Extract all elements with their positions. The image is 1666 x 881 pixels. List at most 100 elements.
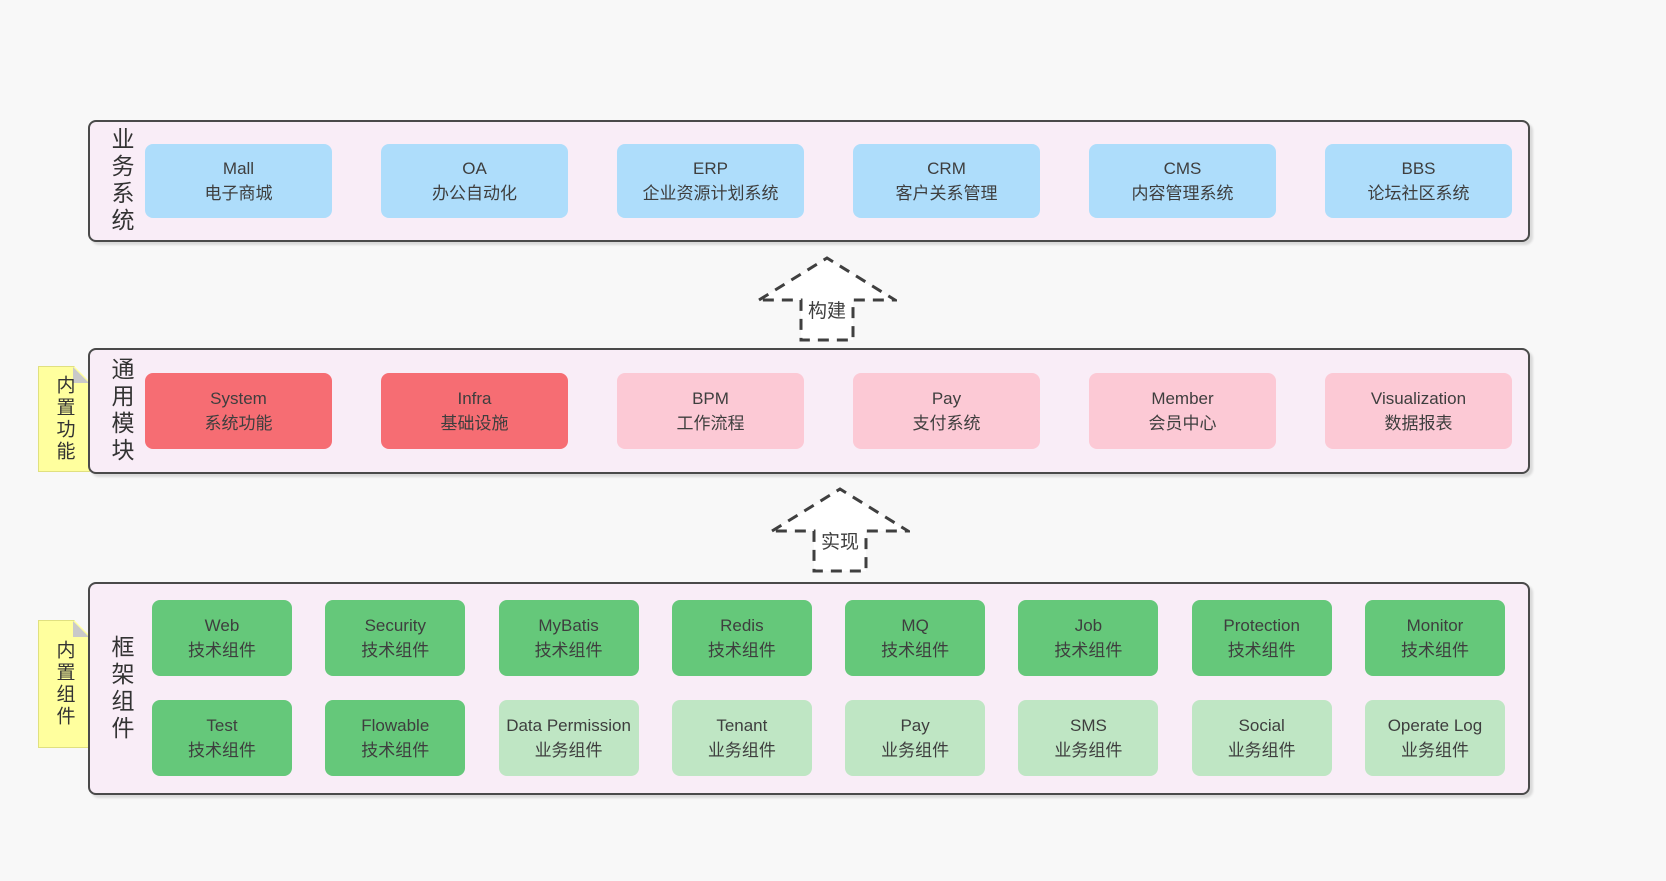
box-title: SMS [1069,716,1107,735]
implement-arrow: 实现 [770,487,910,573]
box-title: OA [462,159,487,178]
box-title: Security [364,616,426,635]
box-title: Pay [900,716,930,735]
framework-row-1: Web 技术组件 Security 技术组件 MyBatis 技术组件 Redi… [152,600,1505,676]
note-text: 内置功能 [53,375,75,463]
box-subtitle: 内容管理系统 [1131,184,1234,203]
box-system: System 系统功能 [145,373,332,449]
box-protection: Protection 技术组件 [1191,600,1332,676]
implement-arrow-label: 实现 [817,527,863,554]
box-subtitle: 技术组件 [881,641,950,660]
box-title: BPM [692,389,729,408]
box-subtitle: 技术组件 [188,641,256,660]
box-subtitle: 业务组件 [881,741,950,760]
box-mq: MQ 技术组件 [845,600,986,676]
box-subtitle: 技术组件 [361,741,430,760]
box-title: ERP [693,159,728,178]
box-social: Social 业务组件 [1191,700,1332,776]
box-bpm: BPM 工作流程 [617,373,804,449]
built-in-functions-note: 内置功能 [38,366,90,472]
box-subtitle: 工作流程 [676,414,745,433]
common-modules-label: 通用模块 [108,357,134,465]
box-monitor: Monitor 技术组件 [1364,600,1505,676]
box-subtitle: 数据报表 [1384,414,1453,433]
box-erp: ERP 企业资源计划系统 [617,144,804,218]
box-subtitle: 技术组件 [1400,641,1469,660]
box-subtitle: 技术组件 [1227,641,1296,660]
box-pay-component: Pay 业务组件 [845,700,986,776]
box-title: Operate Log [1387,716,1483,735]
box-title: Protection [1223,616,1300,635]
box-cms: CMS 内容管理系统 [1089,144,1276,218]
framework-components-label: 框架组件 [108,634,134,743]
box-subtitle: 会员中心 [1148,414,1217,433]
box-subtitle: 系统功能 [204,414,273,433]
box-title: Monitor [1406,616,1464,635]
folded-corner-icon [73,621,89,637]
build-arrow-label: 构建 [804,296,850,323]
box-subtitle: 企业资源计划系统 [642,184,779,203]
box-subtitle: 技术组件 [1054,641,1123,660]
box-title: Job [1074,616,1103,635]
box-infra: Infra 基础设施 [381,373,568,449]
box-subtitle: 电子商城 [204,184,273,203]
box-title: MyBatis [538,616,599,635]
box-oa: OA 办公自动化 [381,144,568,218]
box-web: Web 技术组件 [152,600,292,676]
business-systems-label: 业务系统 [108,127,134,235]
common-modules-row: System 系统功能 Infra 基础设施 BPM 工作流程 Pay 支付系统… [145,350,1512,472]
box-title: CMS [1163,159,1202,178]
box-mybatis: MyBatis 技术组件 [498,600,639,676]
box-subtitle: 基础设施 [440,414,509,433]
box-mall: Mall 电子商城 [145,144,332,218]
box-job: Job 技术组件 [1018,600,1159,676]
box-subtitle: 业务组件 [1400,741,1469,760]
box-title: Visualization [1370,389,1467,408]
box-crm: CRM 客户关系管理 [853,144,1040,218]
box-data-permission: Data Permission 业务组件 [498,700,639,776]
box-subtitle: 办公自动化 [432,184,517,203]
framework-row-2: Test 技术组件 Flowable 技术组件 Data Permission … [152,700,1505,776]
box-subtitle: 技术组件 [707,641,776,660]
box-subtitle: 业务组件 [1054,741,1123,760]
build-arrow: 构建 [757,256,897,342]
box-subtitle: 技术组件 [534,641,603,660]
box-title: Test [206,716,238,735]
box-title: Pay [931,389,962,408]
box-title: MQ [901,616,929,635]
built-in-components-note: 内置组件 [38,620,90,748]
box-security: Security 技术组件 [325,600,466,676]
business-systems-row: Mall 电子商城 OA 办公自动化 ERP 企业资源计划系统 CRM 客户关系… [145,122,1512,240]
box-title: Mall [222,159,255,178]
box-title: CRM [927,159,966,178]
box-subtitle: 技术组件 [188,741,256,760]
box-title: Infra [457,389,492,408]
box-title: Flowable [361,716,430,735]
box-test: Test 技术组件 [152,700,292,776]
box-sms: SMS 业务组件 [1018,700,1159,776]
box-title: Tenant [716,716,768,735]
box-title: System [210,389,267,408]
framework-components-section: 框架组件 Web 技术组件 Security 技术组件 MyBatis 技术组件… [88,582,1530,795]
box-title: Data Permission [506,716,631,735]
box-title: Redis [720,616,764,635]
box-member: Member 会员中心 [1089,373,1276,449]
box-flowable: Flowable 技术组件 [325,700,466,776]
box-bbs: BBS 论坛社区系统 [1325,144,1512,218]
box-title: Web [204,616,240,635]
box-title: Member [1151,389,1214,408]
box-pay-module: Pay 支付系统 [853,373,1040,449]
box-subtitle: 业务组件 [534,741,603,760]
box-subtitle: 客户关系管理 [895,184,998,203]
box-subtitle: 论坛社区系统 [1367,184,1470,203]
box-subtitle: 业务组件 [707,741,776,760]
box-title: Social [1238,716,1285,735]
box-visualization: Visualization 数据报表 [1325,373,1512,449]
common-modules-section: 通用模块 System 系统功能 Infra 基础设施 BPM 工作流程 Pay… [88,348,1530,474]
business-systems-section: 业务系统 Mall 电子商城 OA 办公自动化 ERP 企业资源计划系统 CRM… [88,120,1530,242]
box-redis: Redis 技术组件 [671,600,812,676]
box-operate-log: Operate Log 业务组件 [1364,700,1505,776]
box-tenant: Tenant 业务组件 [671,700,812,776]
box-subtitle: 技术组件 [361,641,430,660]
box-subtitle: 支付系统 [912,414,981,433]
